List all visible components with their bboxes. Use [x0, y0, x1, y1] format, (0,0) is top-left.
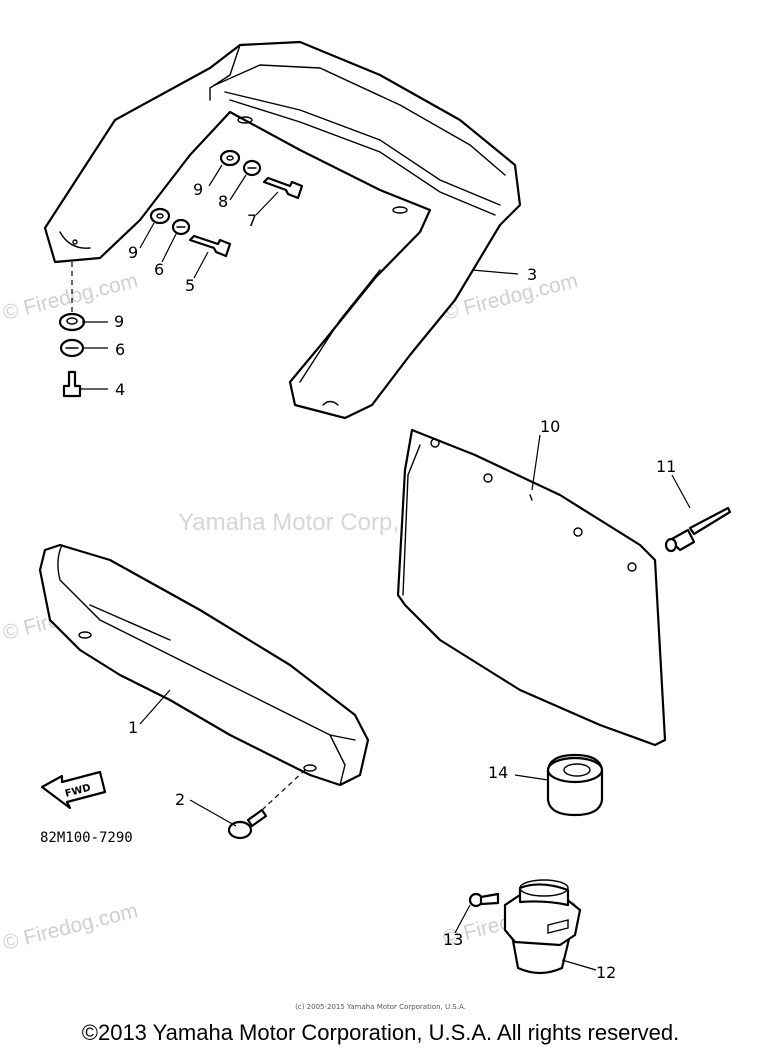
diagram-code: 82M100-7290	[40, 830, 133, 846]
callout-10: 10	[540, 417, 560, 436]
callout-11: 11	[656, 457, 676, 476]
grab-rail	[43, 40, 522, 420]
callout-9: 9	[114, 312, 124, 331]
callout-14: 14	[488, 763, 508, 782]
callout-12: 12	[596, 963, 616, 982]
copyright-notice: ©2013 Yamaha Motor Corporation, U.S.A. A…	[81, 1020, 680, 1045]
fwd-arrow: FWD	[40, 770, 107, 810]
callout-13: 13	[443, 930, 463, 949]
small-copyright: (c) 2005-2015 Yamaha Motor Corporation, …	[295, 1003, 466, 1011]
callout-6: 6	[115, 340, 125, 359]
callouts: 1 2 3 4 5 6 6 7 8 9 9 9 10 11 12 13 14	[114, 180, 676, 982]
callout-7: 7	[247, 211, 257, 230]
callout-5: 5	[185, 276, 195, 295]
grommet	[546, 753, 604, 817]
callout-6: 6	[154, 260, 164, 279]
callout-2: 2	[175, 790, 185, 809]
callout-4: 4	[115, 380, 125, 399]
callout-8: 8	[218, 192, 228, 211]
callout-9: 9	[193, 180, 203, 199]
license-plate	[396, 428, 667, 747]
callout-9: 9	[128, 243, 138, 262]
watermark: © Firedog.com	[1, 899, 140, 955]
bulb-socket	[503, 879, 582, 975]
rear-trim	[38, 543, 370, 787]
callout-3: 3	[527, 265, 537, 284]
callout-1: 1	[128, 718, 138, 737]
hardware	[58, 149, 732, 908]
leader-lines	[80, 164, 691, 971]
